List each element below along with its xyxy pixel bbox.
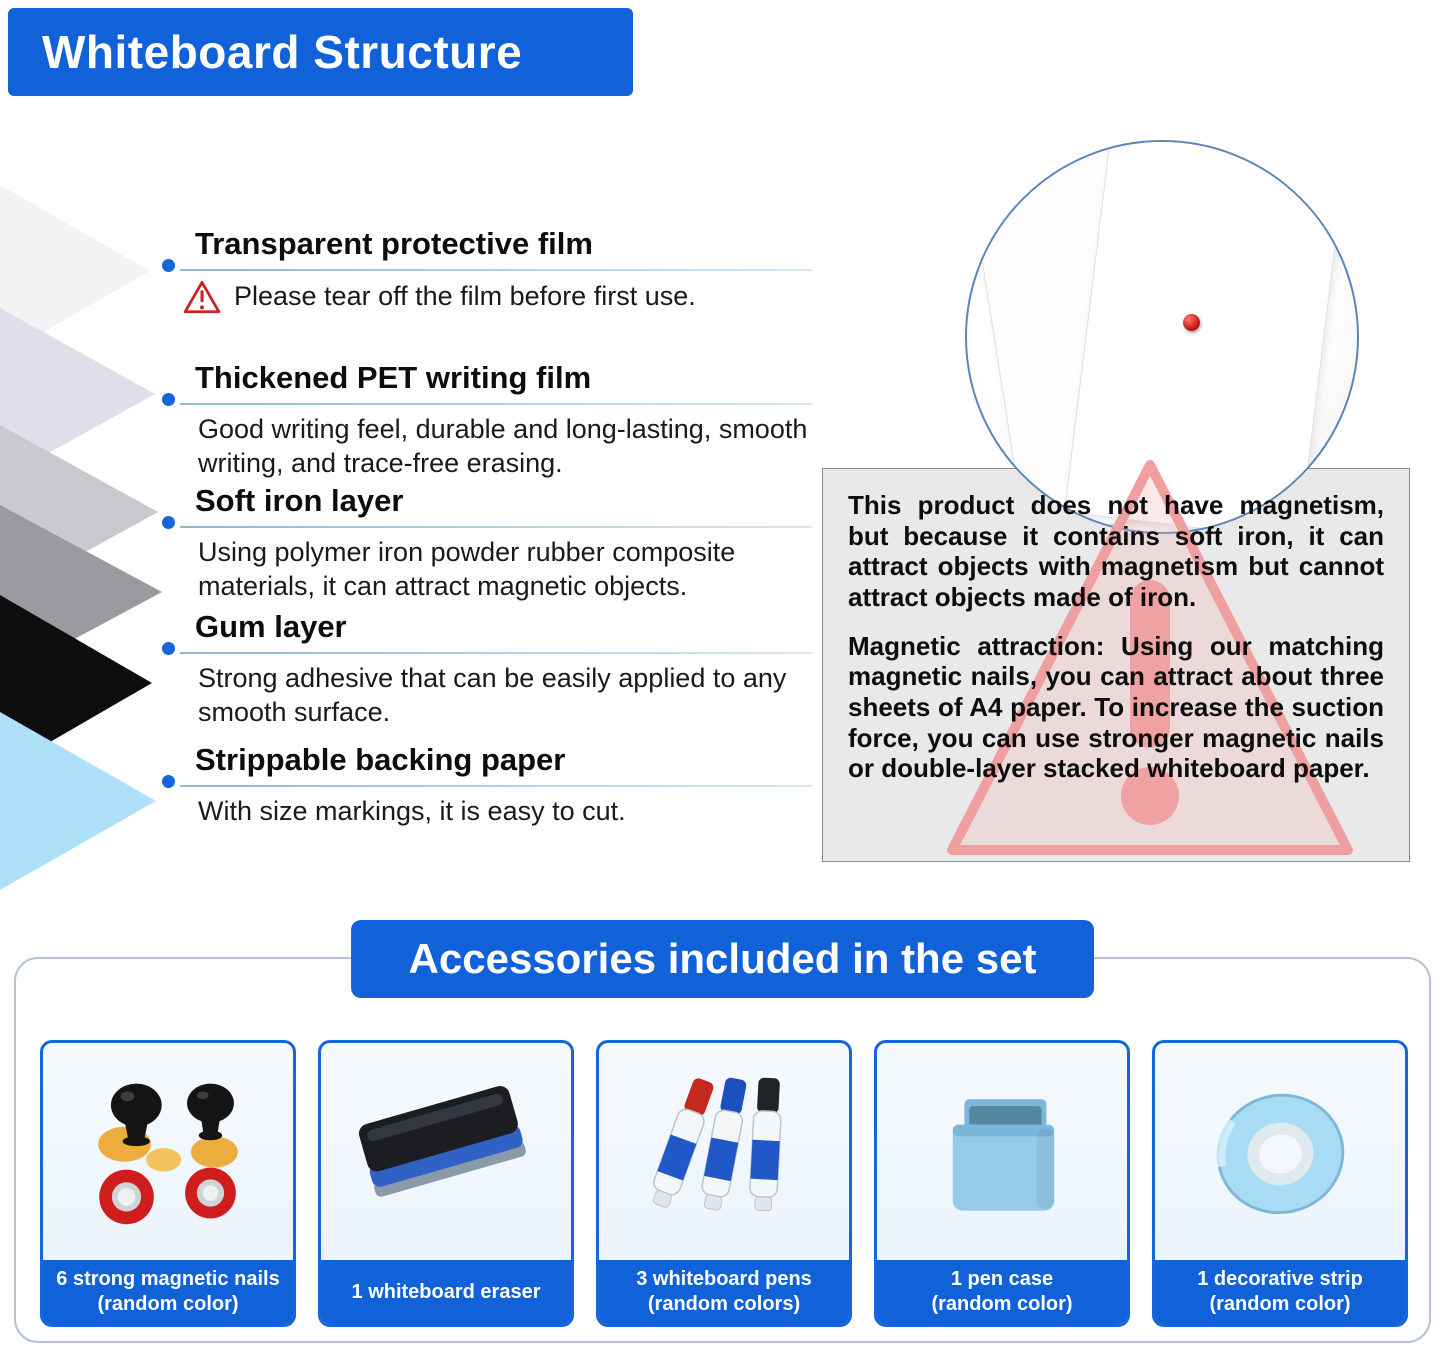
- layer-title: Gum layer: [195, 609, 347, 644]
- layer-description: Strong adhesive that can be easily appli…: [198, 663, 787, 727]
- accessory-sublabel-text: (random colors): [647, 1293, 801, 1315]
- accessories-title: Accessories included in the set: [350, 920, 1095, 998]
- accessory-card-eraser: 1 whiteboard eraser: [318, 1040, 574, 1327]
- notice-paragraph-1: This product does not have magnetism, bu…: [848, 490, 1384, 613]
- layer-underline: [180, 526, 812, 528]
- layer-underline: [180, 269, 812, 271]
- bullet-dot-icon: [162, 393, 175, 406]
- accessory-card-pen-case: 1 pen case (random color): [874, 1040, 1130, 1327]
- bullet-dot-icon: [162, 775, 175, 788]
- pen-case-image: [877, 1043, 1127, 1260]
- layer-title: Strippable backing paper: [195, 742, 566, 777]
- accessory-label-text: 6 strong magnetic nails: [56, 1268, 280, 1290]
- layer-description-text: Please tear off the film before first us…: [234, 281, 696, 312]
- page-title: Whiteboard Structure: [42, 26, 523, 78]
- accessory-card-magnetic-nails: 6 strong magnetic nails (random color): [40, 1040, 296, 1327]
- marker-pens-image: [599, 1043, 849, 1260]
- accessory-label: 6 strong magnetic nails (random color): [43, 1260, 293, 1324]
- accessory-card-pens: 3 whiteboard pens (random colors): [596, 1040, 852, 1327]
- layer-item: Soft iron layer Using polymer iron powde…: [160, 483, 812, 604]
- layer-underline: [180, 785, 812, 787]
- bullet-dot-icon: [162, 516, 175, 529]
- accessory-sublabel-text: (random color): [1209, 1293, 1351, 1315]
- layer-description: With size markings, it is easy to cut.: [198, 796, 626, 826]
- header-banner: Whiteboard Structure: [8, 8, 633, 96]
- accessory-sublabel-text: (random color): [97, 1293, 239, 1315]
- accessory-sublabel-text: (random color): [931, 1293, 1073, 1315]
- accessory-card-decorative-strip: 1 decorative strip (random color): [1152, 1040, 1408, 1327]
- layer-description: Please tear off the film before first us…: [160, 279, 812, 315]
- bullet-dot-icon: [162, 642, 175, 655]
- accessory-label-text: 1 decorative strip: [1197, 1268, 1363, 1290]
- layer-sheet-backing-paper: [0, 712, 156, 890]
- magnetic-pin-icon: [1183, 314, 1200, 331]
- eraser-image: [321, 1043, 571, 1260]
- accessories-cards-row: 6 strong magnetic nails (random color) 1…: [40, 1040, 1408, 1327]
- layer-title: Thickened PET writing film: [195, 360, 592, 395]
- warning-triangle-icon: [182, 279, 222, 315]
- accessory-label: 1 decorative strip (random color): [1155, 1260, 1405, 1324]
- accessory-label-text: 1 whiteboard eraser: [351, 1280, 541, 1303]
- accessory-label: 3 whiteboard pens (random colors): [599, 1260, 849, 1324]
- layer-item: Thickened PET writing film Good writing …: [160, 360, 812, 481]
- layer-underline: [180, 652, 812, 654]
- notice-text: This product does not have magnetism, bu…: [822, 468, 1410, 862]
- layer-item: Transparent protective film Please tear …: [160, 226, 812, 315]
- bullet-dot-icon: [162, 259, 175, 272]
- layer-underline: [180, 403, 812, 405]
- magnetic-nails-image: [43, 1043, 293, 1260]
- layer-description: Using polymer iron powder rubber composi…: [198, 537, 736, 601]
- accessory-label: 1 whiteboard eraser: [321, 1260, 571, 1324]
- accessory-label: 1 pen case (random color): [877, 1260, 1127, 1324]
- notice-paragraph-2: Magnetic attraction: Using our matching …: [848, 630, 1384, 784]
- accessory-label-text: 1 pen case: [950, 1268, 1054, 1290]
- layer-item: Strippable backing paper With size marki…: [160, 742, 812, 829]
- layer-description: Good writing feel, durable and long-last…: [198, 414, 808, 478]
- accessory-label-text: 3 whiteboard pens: [636, 1268, 812, 1290]
- layer-title: Transparent protective film: [195, 226, 593, 261]
- tape-roll-image: [1155, 1043, 1405, 1260]
- layer-title: Soft iron layer: [195, 483, 404, 518]
- layer-item: Gum layer Strong adhesive that can be ea…: [160, 609, 812, 730]
